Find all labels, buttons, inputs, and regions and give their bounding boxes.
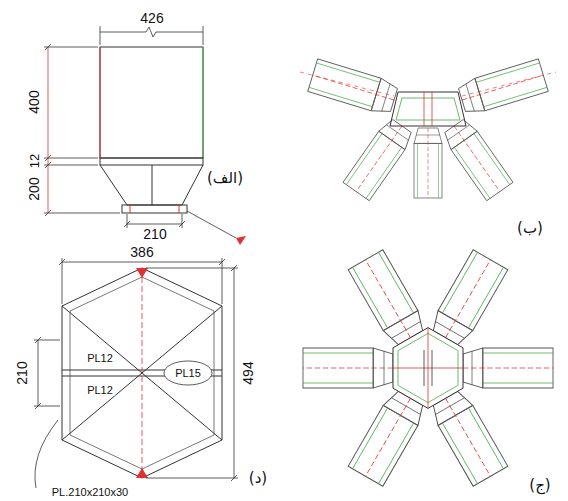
dimension-text: 200 <box>27 175 41 202</box>
dimension-text: 400 <box>27 88 41 115</box>
dimension-text: 12 <box>28 152 41 170</box>
plate-label: PL12 <box>85 353 115 364</box>
column-base-elevation <box>100 47 203 213</box>
joint-plan-view <box>303 250 553 486</box>
dimension-text: 426 <box>138 11 165 25</box>
dimension-text: 210 <box>15 359 29 386</box>
panel-label: (د) <box>247 471 269 486</box>
hexagon-section <box>35 268 222 488</box>
panel-label: (ج) <box>527 478 552 493</box>
panel-label: (ب) <box>515 221 545 236</box>
dimension-lines <box>44 26 236 238</box>
weld-symbol <box>136 468 148 478</box>
dimension-text: 494 <box>241 359 255 386</box>
dimension-text: 386 <box>128 245 155 259</box>
dimension-lines <box>34 258 238 481</box>
panel-label: (الف) <box>205 171 245 186</box>
plate-label: PL15 <box>173 368 203 379</box>
plate-label: PL12 <box>85 385 115 396</box>
weld-symbol <box>136 268 148 278</box>
weld-symbol <box>236 236 246 245</box>
plate-label: PL.210x210x30 <box>50 487 130 498</box>
joint-side-view <box>300 59 556 201</box>
dimension-text: 210 <box>141 227 168 241</box>
